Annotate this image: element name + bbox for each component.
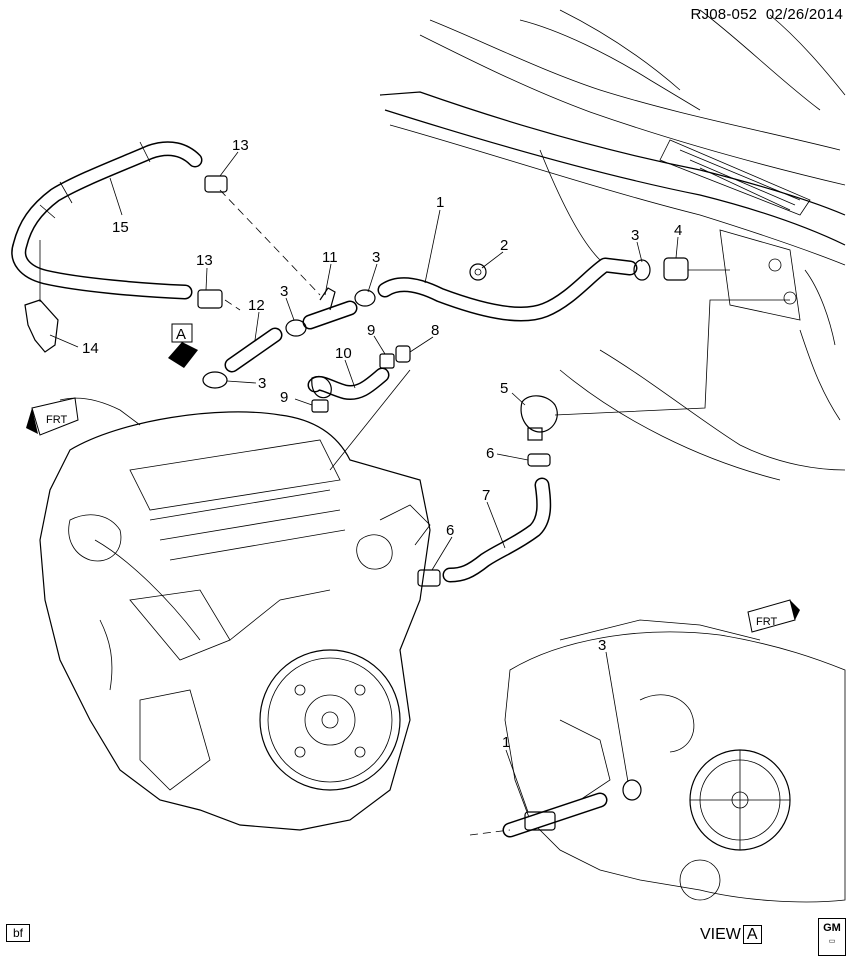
clamp-13-lower [197,289,223,309]
callout-6-lower: 6 [446,522,454,539]
callout-13-lower: 13 [196,252,213,269]
clamp-6-lower [417,569,441,587]
clamp-9-lower [311,399,329,413]
callout-3-hose1: 3 [372,249,380,266]
view-a-inset [469,619,846,903]
callout-3-hose12: 3 [280,283,288,300]
callout-9-lower: 9 [280,389,288,406]
bracket-14 [24,240,59,353]
callout-12: 12 [248,297,265,314]
hose-1 [377,257,638,322]
view-a-arrow: A [168,323,198,368]
front-label-right: FRT [756,616,777,628]
front-arrow-left: FRT [26,397,79,436]
cowl-panel [379,9,846,481]
hose-10 [307,367,390,401]
clamp-3-heater [633,259,651,281]
front-label-left: FRT [46,414,67,426]
gm-logo: GM ▭ [818,918,846,956]
drawing-header: RJ08-052 02/26/2014 [691,6,843,23]
callout-13-upper: 13 [232,137,249,154]
routing-lines [219,189,411,471]
callout-3-heater: 3 [631,227,639,244]
callout-2: 2 [500,237,508,254]
callout-6-upper: 6 [486,445,494,462]
callout-11: 11 [322,249,338,266]
clip-2 [469,263,487,281]
fitting-4 [663,257,730,281]
connector-8 [395,345,411,363]
clamp-3-hose12 [202,371,228,389]
drawing-code: RJ08-052 [690,6,758,23]
callout-1: 1 [436,194,444,211]
view-caption-text: VIEW [700,926,741,943]
callout-3-view-a: 3 [598,637,606,654]
hose-7 [442,477,552,583]
callout-5: 5 [500,380,508,397]
callout-7: 7 [482,487,490,504]
callout-labels: 1 2 3 4 3 11 13 13 15 14 12 3 3 9 8 10 9… [82,137,682,751]
callout-10: 10 [335,345,352,362]
view-caption-letter: A [742,925,762,944]
hose-12 [224,327,283,373]
clamp-9-upper [379,353,395,369]
gm-logo-text: GM [823,922,841,934]
leader-lines [49,151,679,813]
bf-tag: bf [6,924,31,942]
clamp-3-mid [285,289,376,337]
hose-15 [11,141,203,300]
engine-assembly [39,397,431,831]
view-arrow-letter: A [176,326,186,343]
gm-logo-underline: ▭ [828,938,836,945]
clamp-13-upper [204,175,228,193]
callout-8: 8 [431,322,439,339]
callout-3-lower: 3 [258,375,266,392]
callout-1-view-a: 1 [502,734,510,751]
callout-14: 14 [82,340,99,357]
valve-5 [520,299,790,441]
drawing-date: 02/26/2014 [765,6,843,23]
callout-15: 15 [112,219,129,236]
callout-9-upper: 9 [367,322,375,339]
tee-connector-11 [302,287,358,330]
front-arrow-right: FRT [747,599,800,633]
callout-4: 4 [674,222,682,239]
clamp-6-upper [527,453,551,467]
